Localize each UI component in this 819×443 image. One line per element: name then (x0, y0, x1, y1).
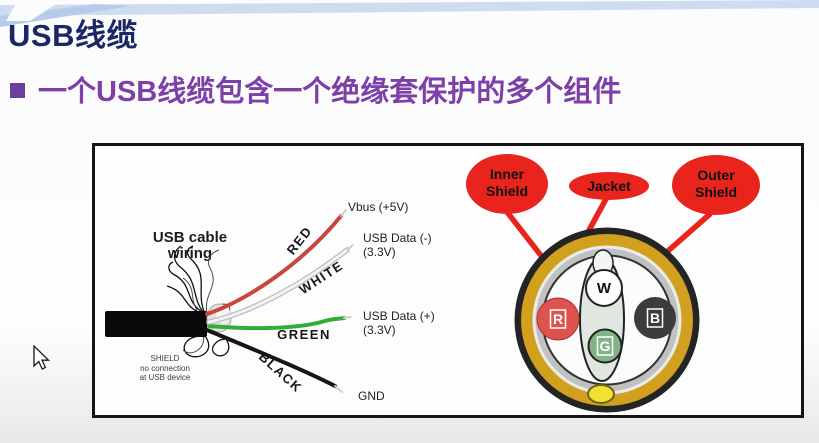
drain-wire (587, 384, 615, 404)
wiring-caption-line2: wiring (167, 245, 212, 262)
outer-shield-callout (672, 155, 760, 215)
jacket-callout (569, 172, 649, 200)
black-wire-label: BLACK (256, 349, 305, 396)
wiring-caption-line1: USB cable (153, 229, 227, 246)
outer-shield-callout-line2: Shield (695, 184, 737, 200)
usb-cable-figure: USB cable wiring (105, 154, 760, 413)
data-plus-label: USB Data (+) (363, 309, 435, 323)
jacket-callout-line1: Jacket (587, 178, 631, 194)
figure-frame: USB cable wiring (92, 143, 804, 418)
banner-stripe (0, 0, 819, 16)
cursor-arrow (33, 345, 51, 370)
outer-shield-pointer (657, 211, 713, 261)
wiring-diagram: USB cable wiring (105, 200, 435, 403)
shield-note-line3: at USB device (140, 373, 191, 382)
red-conductor (536, 297, 580, 341)
white-wire (207, 248, 349, 324)
mouse-cursor-icon (33, 345, 51, 370)
white-conductor (585, 269, 623, 307)
red-letter-box (549, 309, 567, 329)
red-wire (205, 214, 343, 316)
green-conductor-letter: G (600, 338, 611, 354)
shield-strands (166, 245, 231, 358)
inner-shield-callout (466, 154, 548, 214)
data-plus-volt: (3.3V) (363, 323, 396, 337)
data-minus-label: USB Data (-) (363, 231, 432, 245)
data-minus-volt: (3.3V) (363, 245, 396, 259)
bullet-marker (10, 82, 25, 98)
cable-body (105, 311, 207, 337)
inner-shield-callout-line2: Shield (486, 183, 528, 199)
top-banner-decoration (0, 0, 819, 27)
green-letter-box (596, 336, 614, 356)
page-title: USB线缆 (8, 18, 138, 53)
green-wire-tip (343, 316, 352, 319)
shield-note-line1: SHIELD (151, 354, 180, 363)
cross-section-diagram: R B W G Inner Shield Jacket Outer Shield (466, 154, 760, 413)
vbus-label: Vbus (+5V) (348, 200, 408, 214)
red-wire-tip (340, 209, 347, 217)
black-conductor (634, 297, 676, 339)
black-wire (205, 328, 337, 388)
banner-slash (6, 0, 62, 21)
white-conductor-letter: W (597, 280, 612, 297)
bullet-row: 一个USB线缆包含一个绝缘套保护的多个组件 (10, 68, 621, 110)
shield-note-line2: no connection (140, 364, 190, 373)
white-wire-tip (346, 244, 354, 251)
banner-wedge (0, 4, 130, 27)
red-wire-label: RED (284, 223, 315, 257)
outer-shield-callout-line1: Outer (697, 167, 735, 183)
black-wire-tip (334, 385, 343, 393)
black-conductor-letter: B (650, 310, 660, 326)
black-letter-box (646, 308, 664, 328)
wires (205, 209, 354, 393)
green-wire (207, 316, 346, 331)
inner-shield-callout-line1: Inner (490, 166, 525, 182)
gnd-label: GND (358, 389, 385, 403)
green-wire-label: GREEN (277, 327, 331, 342)
bullet-text: 一个USB线缆包含一个绝缘套保护的多个组件 (38, 76, 622, 108)
red-conductor-letter: R (553, 311, 563, 327)
